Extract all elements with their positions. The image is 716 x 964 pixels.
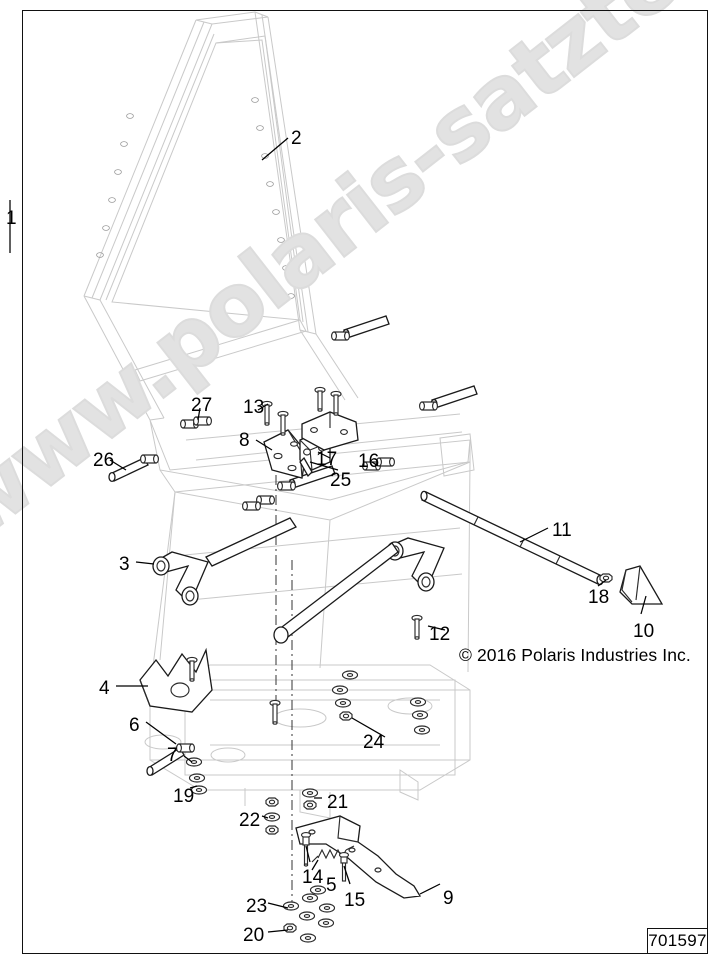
part-8-pivot-bracket — [263, 429, 307, 479]
upper-bolt-b — [419, 385, 478, 411]
callout-11: 11 — [552, 520, 572, 541]
callout-22: 22 — [239, 810, 261, 831]
callout-1: 1 — [6, 208, 17, 229]
callout-9: 9 — [443, 888, 454, 909]
upper-small-plate — [301, 411, 359, 451]
callout-19: 19 — [173, 786, 195, 807]
copyright-notice: © 2016 Polaris Industries Inc. — [459, 645, 691, 665]
callout-16: 16 — [358, 451, 380, 472]
part-26-bolt — [108, 454, 159, 483]
callout-12: 12 — [429, 624, 451, 645]
upper-bolt-c — [277, 465, 336, 491]
part-3-radius-rod-right — [273, 537, 445, 644]
callout-5: 5 — [326, 875, 337, 896]
callout-6: 6 — [129, 715, 140, 736]
part-4-support-plate — [139, 647, 213, 713]
callout-14: 14 — [302, 867, 324, 888]
callout-25: 25 — [330, 470, 352, 491]
diagram-border — [22, 10, 708, 954]
part-3-radius-rod — [152, 517, 297, 606]
part-15-bolt — [338, 852, 350, 882]
callout-4: 4 — [99, 678, 110, 699]
callout-26: 26 — [93, 450, 115, 471]
part-9-release-lever — [295, 815, 422, 899]
callout-8: 8 — [239, 430, 250, 451]
part-14-bolt — [300, 832, 312, 867]
part-25-pin — [299, 456, 313, 478]
callout-7: 7 — [167, 745, 178, 766]
leader-lines — [9, 137, 647, 933]
callout-17: 17 — [316, 449, 338, 470]
callout-27: 27 — [191, 395, 213, 416]
seat-back-frame-ghost — [83, 11, 359, 421]
part-number-text: 701597 — [648, 931, 707, 950]
callout-2: 2 — [291, 128, 302, 149]
callout-20: 20 — [243, 925, 265, 946]
part-10-wedge-bracket — [619, 565, 664, 605]
part-6-bolt — [146, 743, 195, 777]
callout-24: 24 — [363, 732, 385, 753]
part-number-box: 701597 — [647, 928, 708, 954]
callout-23: 23 — [246, 896, 268, 917]
callout-10: 10 — [633, 621, 655, 642]
part-11-tie-rod — [420, 490, 604, 586]
callout-18: 18 — [588, 587, 610, 608]
callout-3: 3 — [119, 554, 130, 575]
callout-21: 21 — [327, 792, 349, 813]
callout-15: 15 — [344, 890, 366, 911]
callout-13: 13 — [243, 397, 265, 418]
upper-bolt-a — [331, 315, 390, 341]
